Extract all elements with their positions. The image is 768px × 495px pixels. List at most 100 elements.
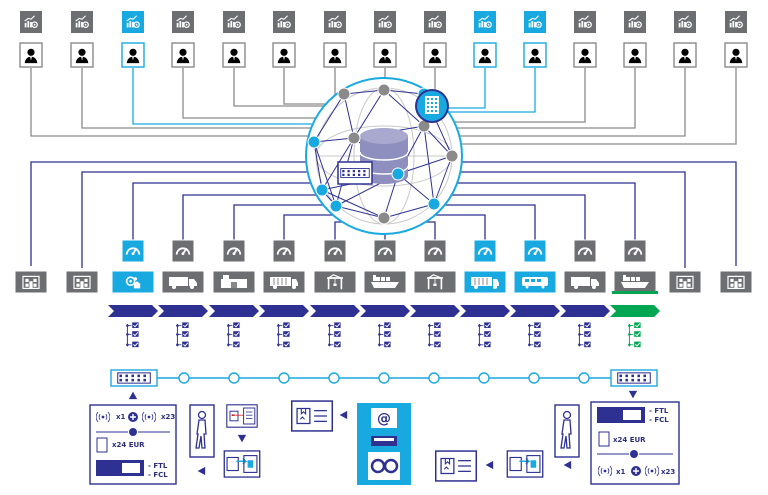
warehouse-start [110,369,158,387]
arrow-up-icon [128,391,138,400]
warehouse-icon [598,431,610,447]
arrow-down-icon [237,434,247,443]
warehouse-grid-icon [337,161,373,185]
mesh-link [343,89,385,95]
gauge-tile [171,239,195,263]
email-at-icon [371,408,397,428]
top-connector [182,68,316,119]
checklist-icon [226,321,241,348]
mesh-link [343,93,355,139]
timeline-node [478,372,490,384]
factory-connector [461,161,737,266]
left-qty-x23: x23 [161,413,176,421]
arrow-left-icon [197,466,206,476]
timeline-node [528,372,540,384]
warehouse-end [610,369,658,387]
progress-chevron [560,305,610,317]
mesh-link [423,125,435,205]
stage-connector [283,214,343,240]
mesh-link [313,93,345,143]
network-node [307,135,321,149]
stage-connector [233,204,334,240]
stage-connector [132,182,321,240]
top-connector [132,68,313,125]
checklist-icon [627,321,642,348]
right-mode-ftl: - FTL [649,407,669,415]
network-node [315,183,329,197]
network-node [329,199,343,213]
network-node [377,211,391,225]
arrow-down-circle-icon [630,450,638,458]
gauge-tile [423,239,447,263]
package-doc-icon [290,400,334,432]
right-qty-x1: x1 [616,468,626,476]
top-connector [454,68,586,123]
left-price: x24 EUR [112,441,145,449]
timeline-node [228,372,240,384]
top-connector [461,68,737,145]
checklist-icon [327,321,342,348]
network-node [445,149,459,163]
svg-text:@: @ [377,411,391,427]
package-doc-icon [434,450,478,482]
top-connector [448,68,536,113]
right-mode-fcl: - FCL [649,416,669,424]
arrow-left-icon [339,410,348,420]
gauge-tile [222,239,246,263]
progress-chevron [610,305,660,317]
worker-panel [554,404,580,458]
gauge-tile [323,239,347,263]
left-mode-fcl: - FCL [148,471,168,479]
checklist-icon [577,321,592,348]
mesh-link [433,155,453,205]
timeline-node [278,372,290,384]
timeline-node [578,372,590,384]
stage-connector [447,182,636,240]
progress-chevron [158,305,208,317]
right-price: x24 EUR [613,436,646,444]
top-connector [459,68,686,137]
gauge-tile [573,239,597,263]
checklist-icon [527,321,542,348]
network-node [391,167,405,181]
stage-connector [441,194,586,240]
mesh-link [313,137,355,143]
factory-connector [460,171,686,268]
timeline-node [328,372,340,384]
mesh-link [383,89,425,127]
arrow-down-icon [628,390,638,399]
worker-panel [189,404,215,458]
gear-home-tile [111,270,155,294]
gauge-tile [272,239,296,263]
factory-connector [30,161,307,266]
stage-connector [182,194,327,240]
checklist-icon [427,321,442,348]
mesh-link [313,141,337,207]
network-node [377,83,391,97]
gauge-tile [623,239,647,263]
top-connector [81,68,312,129]
top-connector [30,68,309,137]
checklist-icon [477,321,492,348]
gauge-tile [121,239,145,263]
left-qty-x1: x1 [116,413,126,421]
network-node [347,131,361,145]
checklist-icon [175,321,190,348]
handoff-icon [223,450,261,478]
checklist-icon [276,321,291,348]
right-qty-x23: x23 [661,468,676,476]
arrow-left-icon [563,460,572,470]
gauge-tile [523,239,547,263]
progress-chevron [209,305,259,317]
timeline-node [178,372,190,384]
progress-chevron [108,305,158,317]
arrow-left-icon [485,460,494,470]
scanner-doc-icon [226,404,258,428]
top-connector [283,68,326,105]
stage-connector [434,204,536,240]
timeline-node [378,372,390,384]
progress-chevron [410,305,460,317]
stage-connector [425,214,486,240]
progress-chevron [460,305,510,317]
